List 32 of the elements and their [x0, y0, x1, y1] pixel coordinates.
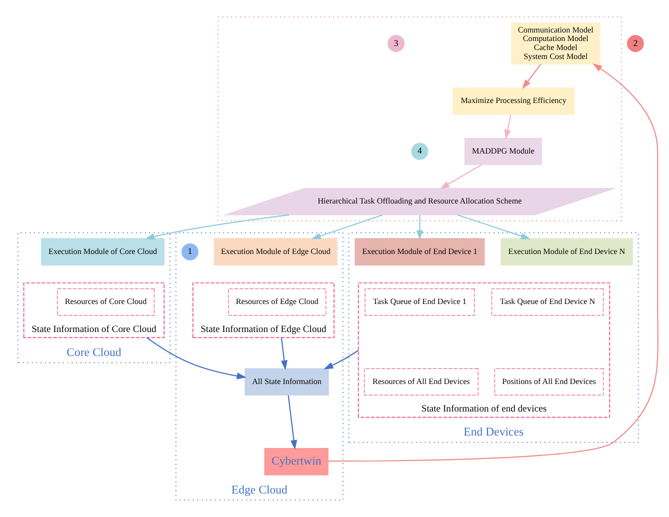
arrow [146, 337, 246, 380]
node-box: Execution Module of Edge Cloud [214, 238, 337, 266]
node-box: Cybertwin [264, 448, 328, 476]
arrow [439, 164, 482, 190]
arrow [522, 64, 541, 90]
node-box: Task Queue of End Device N [490, 288, 604, 316]
node-box: Resources of Edge Cloud [228, 288, 326, 316]
arrow [457, 214, 530, 240]
node-box: All State Information [244, 368, 328, 396]
node-box: Task Queue of End Device 1 [364, 288, 474, 316]
arrow [416, 215, 423, 240]
arrow [323, 350, 358, 370]
node-box: MADDPG Module [464, 138, 542, 166]
node-circle: 1 [181, 243, 198, 260]
node-box: Resources of Core Cloud [56, 288, 154, 316]
node-box: Execution Module of End Device 1 [354, 238, 484, 266]
node-box: Execution Module of End Device N [500, 238, 632, 266]
node-circle: 2 [626, 35, 644, 52]
node-box: Resources of All End Devices [363, 368, 478, 396]
node-box: Positions of All End Devices [494, 368, 604, 396]
cluster [217, 16, 622, 222]
arrow [287, 395, 297, 450]
node-box: Communication Model Computation Model Cache Model System Cost Model [510, 22, 600, 65]
node-circle: 4 [410, 142, 428, 160]
arrow [504, 114, 511, 140]
node-box: Execution Module of Core Cloud [40, 238, 164, 266]
arrow [280, 337, 288, 370]
arrow [328, 63, 658, 462]
arrow [144, 214, 289, 240]
node-circle: 3 [387, 35, 404, 52]
arrow [310, 214, 382, 240]
node-box: Maximize Processing Efficiency [452, 87, 574, 115]
